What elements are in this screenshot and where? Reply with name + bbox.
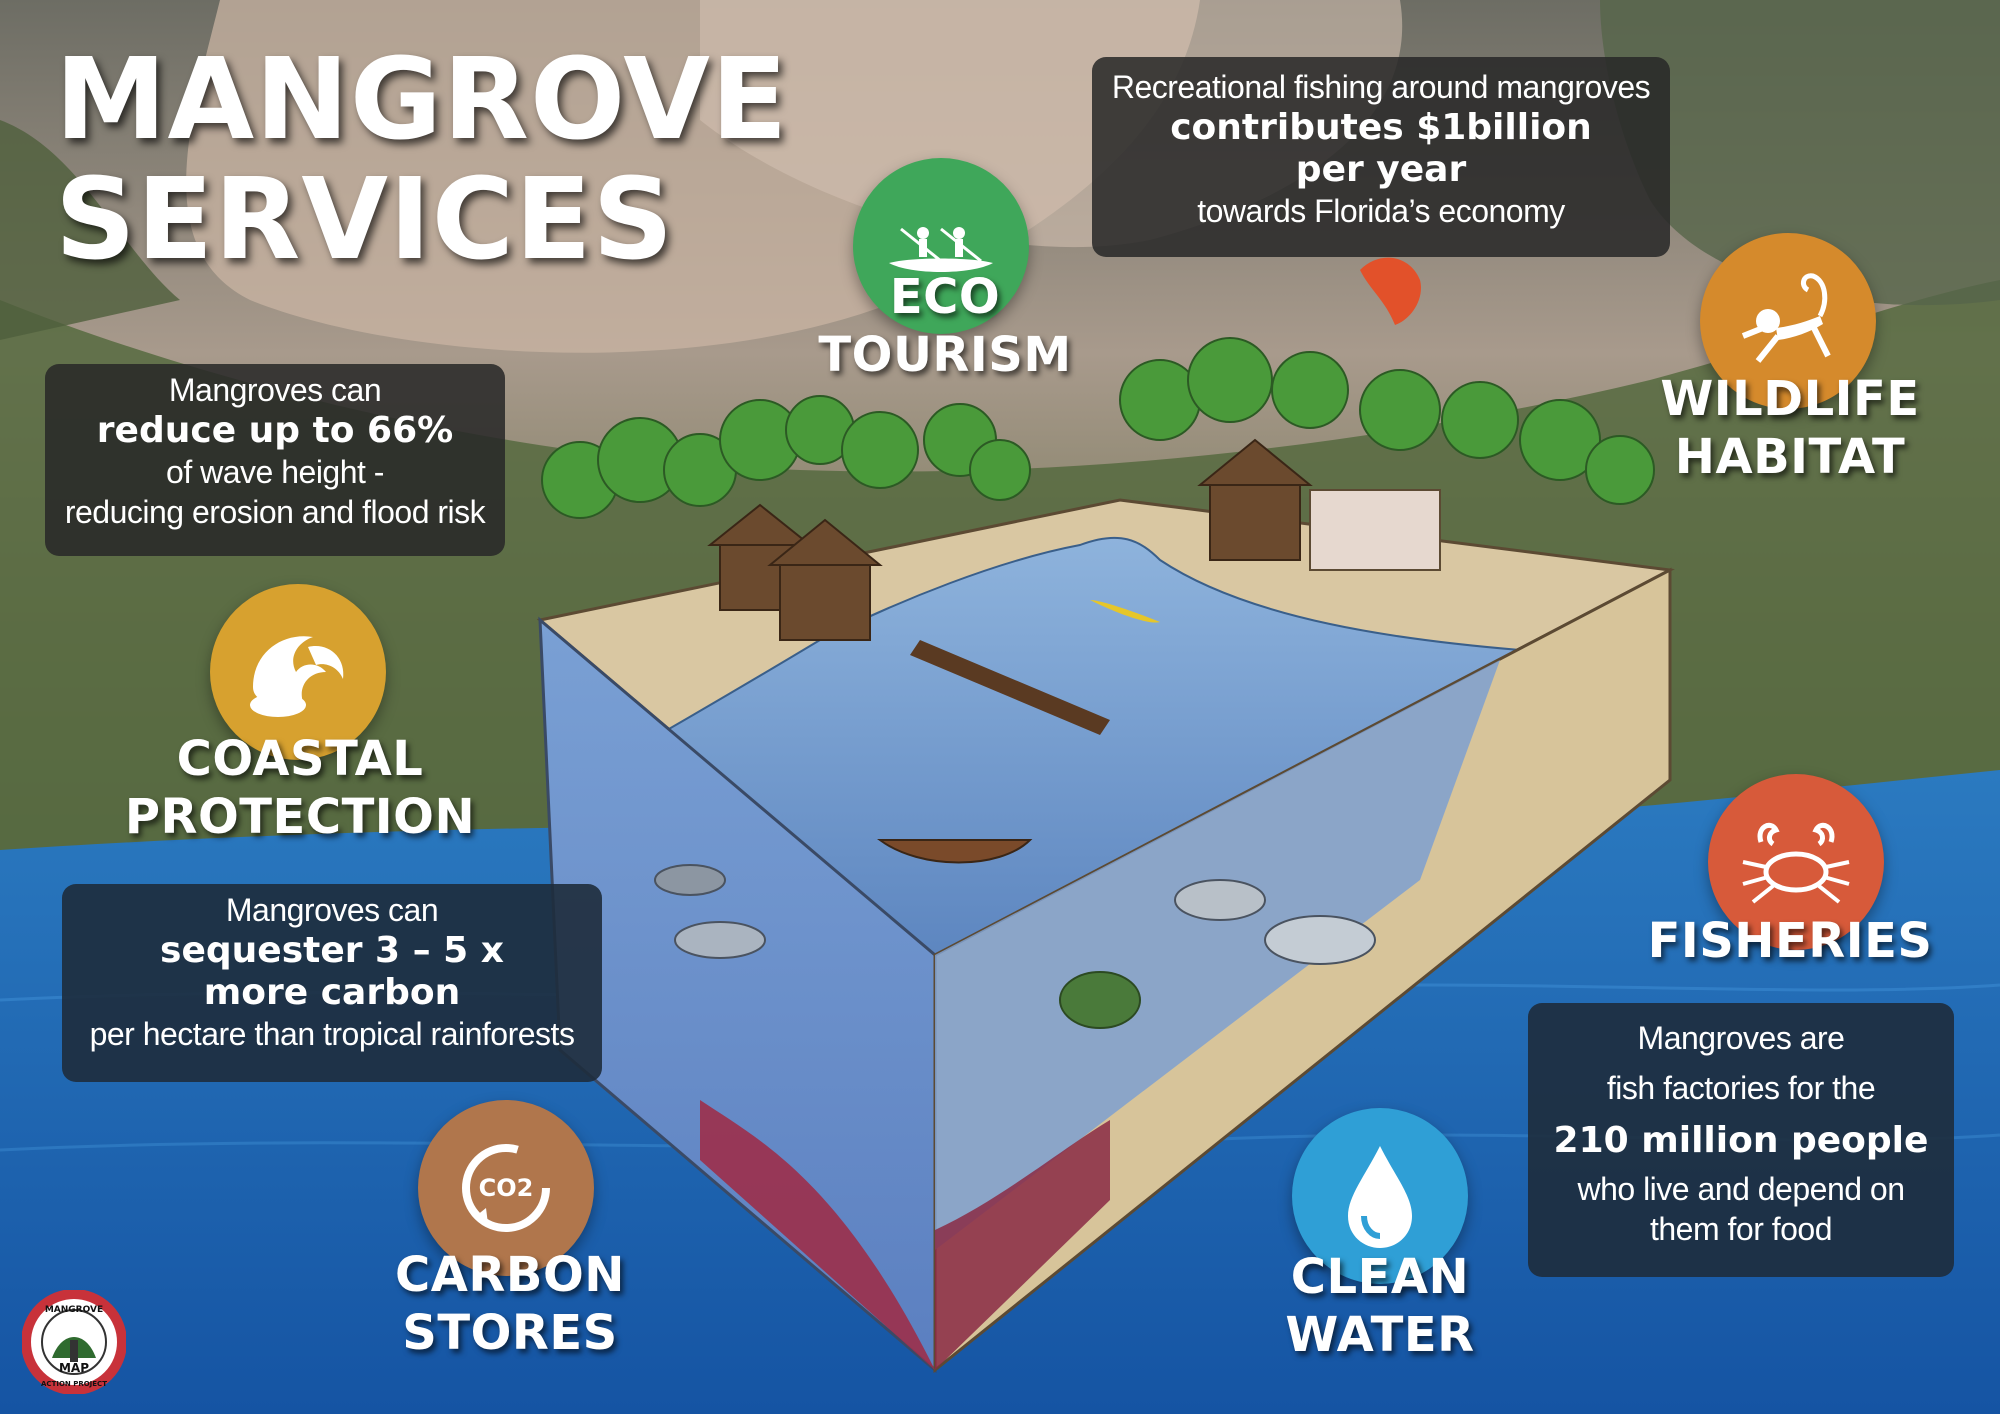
fishing-line-1: Recreational fishing around mangroves xyxy=(1111,69,1651,105)
wave-icon xyxy=(250,636,344,717)
carbon-box-line-3: more carbon xyxy=(203,972,461,1013)
carbon-box-line-2: sequester 3 – 5 x xyxy=(160,930,504,971)
coastal-line-2: PROTECTION xyxy=(124,789,476,845)
carbon-box-line-4: per hectare than tropical rainforests xyxy=(89,1016,575,1052)
fish-box-line-3: 210 million people xyxy=(1553,1120,1929,1161)
fishing-line-4: towards Florida’s economy xyxy=(1197,193,1565,229)
title-line-1: MANGROVE xyxy=(55,35,789,165)
monkey-icon xyxy=(1741,273,1831,363)
fishing-info-box: Recreational fishing around mangroves co… xyxy=(1092,57,1670,257)
mangrove-action-project-logo: MANGROVE MAP ACTION PROJECT xyxy=(21,1289,127,1395)
fish-box-line-2: fish factories for the xyxy=(1606,1070,1876,1106)
eco-tourism-line-1: ECO xyxy=(889,269,1001,325)
crab-icon xyxy=(1742,822,1850,904)
eco-tourism-label: ECO TOURISM xyxy=(800,268,1090,384)
fish-box-line-5: them for food xyxy=(1649,1211,1833,1247)
eco-tourism-circle xyxy=(853,158,1029,334)
wildlife-label: WILDLIFE HABITAT xyxy=(1650,370,1930,486)
carbon-box-line-1: Mangroves can xyxy=(225,892,439,928)
water-circle xyxy=(1292,1108,1468,1284)
co2-icon: CO2 xyxy=(462,1144,550,1232)
water-line-2: WATER xyxy=(1285,1307,1475,1363)
wave-line-3: of wave height - xyxy=(166,454,384,490)
water-label: CLEAN WATER xyxy=(1240,1248,1520,1364)
fishing-line-3: per year xyxy=(1295,149,1467,190)
logo-top-text: MANGROVE xyxy=(45,1305,103,1315)
water-drop-icon xyxy=(1348,1146,1412,1248)
carbon-line-2: STORES xyxy=(402,1305,618,1361)
wildlife-line-1: WILDLIFE xyxy=(1660,371,1920,427)
title-line-2: SERVICES xyxy=(55,155,675,285)
fisheries-line-1: FISHERIES xyxy=(1647,913,1933,969)
fisheries-label: FISHERIES xyxy=(1640,912,1940,970)
wave-info-box: Mangroves can reduce up to 66% of wave h… xyxy=(45,364,505,556)
water-line-1: CLEAN xyxy=(1290,1249,1470,1305)
wave-line-4: reducing erosion and flood risk xyxy=(64,494,486,530)
wildlife-circle xyxy=(1700,233,1876,409)
carbon-info-box: Mangroves can sequester 3 – 5 x more car… xyxy=(62,884,602,1082)
logo-bottom-text: ACTION PROJECT xyxy=(41,1380,107,1388)
logo-middle-text: MAP xyxy=(59,1361,89,1375)
fishing-line-2: contributes $1billion xyxy=(1170,107,1592,148)
carbon-label: CARBON STORES xyxy=(360,1246,660,1362)
carbon-line-1: CARBON xyxy=(395,1247,625,1303)
page-title: MANGROVE SERVICES xyxy=(55,40,788,280)
fish-box-line-1: Mangroves are xyxy=(1637,1020,1845,1056)
fisheries-circle xyxy=(1708,774,1884,950)
coastal-circle xyxy=(210,584,386,760)
coastal-label: COASTAL PROTECTION xyxy=(120,730,480,846)
eco-tourism-line-2: TOURISM xyxy=(818,327,1072,383)
wave-line-1: Mangroves can xyxy=(168,372,382,408)
carbon-circle: CO2 xyxy=(418,1100,594,1276)
kayak-icon xyxy=(889,227,993,272)
fish-box-line-4: who live and depend on xyxy=(1577,1171,1905,1207)
wildlife-line-2: HABITAT xyxy=(1674,429,1906,485)
co2-icon-text: CO2 xyxy=(479,1174,534,1202)
coastal-line-1: COASTAL xyxy=(176,731,424,787)
wave-line-2: reduce up to 66% xyxy=(96,410,454,451)
fish-info-box: Mangroves are fish factories for the 210… xyxy=(1528,1003,1954,1277)
